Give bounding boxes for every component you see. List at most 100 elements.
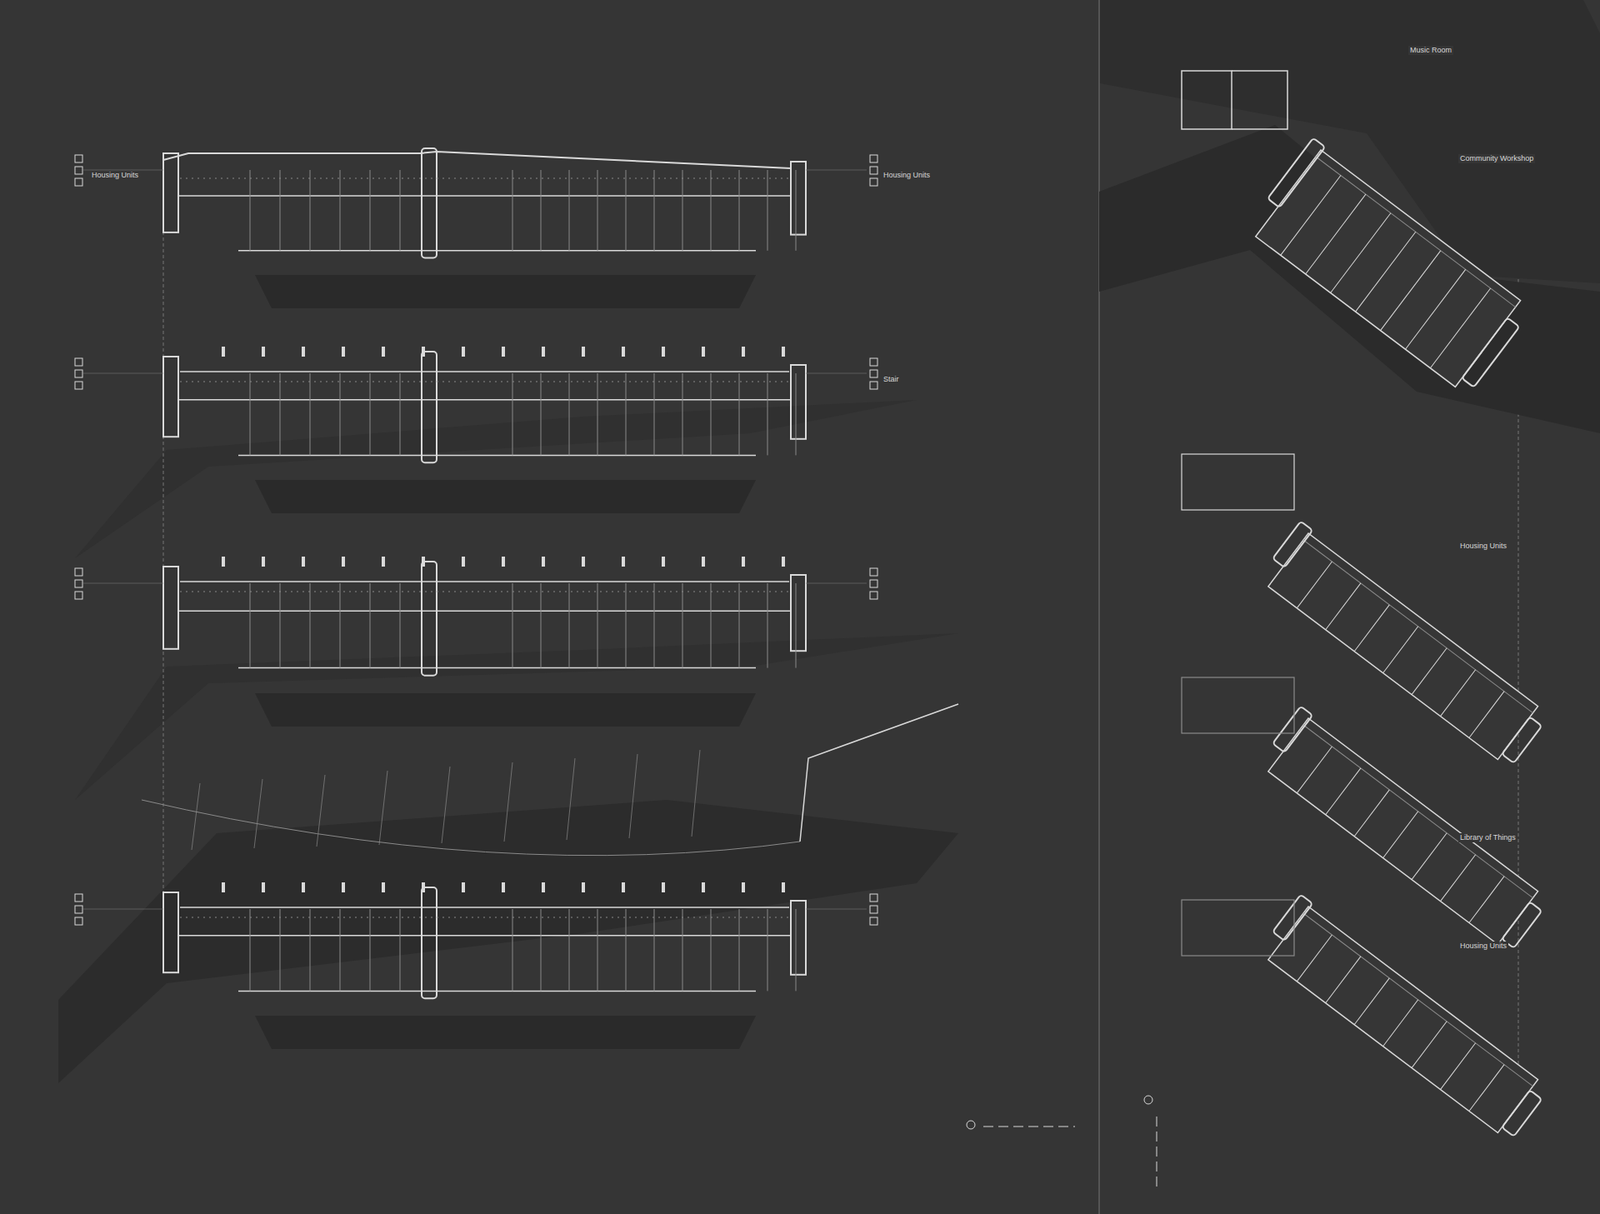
drawing-line [83,909,164,910]
tag-label: Housing Units [90,170,140,180]
panel-divider [1099,0,1100,1214]
north-arrow [966,1120,975,1130]
drawing-line [682,373,684,455]
drawing-line [75,917,83,925]
drawing-line [805,909,867,910]
drawing-line [261,556,265,567]
drawing-line [180,906,790,909]
room-plan [1181,900,1295,956]
tag-label: Housing Units [1458,541,1509,551]
drawing-line [790,575,806,651]
drawing-line [870,917,878,925]
drawing-line [400,909,401,991]
drawing-line [1268,906,1539,1134]
drawing-line [75,894,83,902]
drawing-line [370,373,371,455]
drawing-line [541,556,545,567]
tag-label: Library of Things [1458,833,1518,843]
drawing-line [540,170,542,251]
canopy-line [800,704,959,842]
drawing-line [625,170,627,251]
scale-bar [1156,1116,1158,1192]
drawing-line [1411,833,1447,880]
drawing-line [597,373,599,455]
drawing-line [238,455,756,457]
drawing-line [654,583,655,669]
drawing-line [870,155,878,163]
drawing-line [1440,1043,1476,1090]
drawing-line [238,667,756,670]
drawing-line [83,373,164,375]
drawing-line [254,779,263,849]
drawing-line [870,580,878,588]
drawing-line [1267,138,1325,209]
drawing-line [501,556,505,567]
drawing-line [504,762,513,842]
drawing-line [1303,913,1534,1087]
drawing-line [370,583,371,669]
drawing-line [301,556,305,567]
drawing-line [541,346,545,357]
drawing-line [180,580,790,583]
drawing-line [261,882,265,893]
drawing-line [421,882,425,893]
drawing-line [1405,269,1465,350]
drawing-line [1354,790,1390,837]
drawing-line [75,178,83,186]
drawing-line [1325,583,1361,630]
drawing-line [1296,561,1332,609]
drawing-line [180,917,790,919]
drawing-line [280,909,281,991]
drawing-line [280,583,281,669]
drawing-line [661,556,665,567]
drawing-line [340,583,341,669]
drawing-line [461,346,465,357]
drawing-line [75,358,83,366]
drawing-line [1383,811,1419,859]
ground-fill [255,693,756,727]
drawing-line [75,381,83,390]
drawing-line [1272,895,1313,942]
drawing-line [280,373,281,455]
drawing-line [781,882,785,893]
drawing-line [381,556,385,567]
drawing-line [421,887,437,999]
drawing-line [1354,978,1390,1025]
drawing-line [1440,855,1476,902]
drawing-line [870,905,878,914]
drawing-line [75,591,83,600]
building-section [75,556,878,727]
drawing-line [870,894,878,902]
drawing-line [581,346,585,357]
drawing-line [310,170,311,251]
drawing-line [767,583,769,669]
drawing-line [512,583,514,669]
drawing-line [625,909,627,991]
drawing-line [340,170,341,251]
drawing-line [370,170,371,251]
drawing-line [790,161,806,235]
drawing-line [341,556,345,567]
drawing-line [180,370,790,373]
drawing-line [1383,1000,1419,1047]
drawing-line [701,556,705,567]
scale-bar [983,1126,1075,1128]
drawing-line [870,381,878,390]
drawing-line [795,373,797,455]
drawing-line [710,583,712,669]
drawing-line [1383,626,1419,674]
drawing-line [441,766,450,844]
drawing-line [581,556,585,567]
drawing-line [625,583,627,669]
drawing-line [75,580,83,588]
drawing-line [1469,876,1505,924]
housing-bar-plan [1257,895,1553,1143]
drawing-line [805,373,867,375]
drawing-line [1354,605,1390,652]
drawing-line [421,346,425,357]
drawing-line [250,170,251,251]
drawing-line [597,583,599,669]
drawing-line [581,882,585,893]
drawing-line [1411,1021,1447,1069]
